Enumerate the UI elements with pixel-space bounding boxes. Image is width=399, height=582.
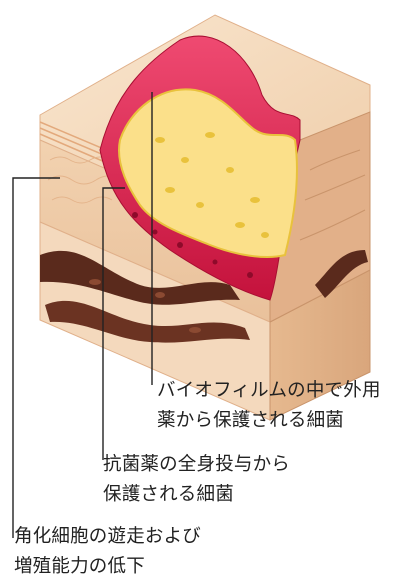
label-systemic-line1: 抗菌薬の全身投与から [103, 454, 291, 475]
label-systemic-line2: 保護される細菌 [103, 484, 234, 505]
biofilm-bacteria [155, 132, 269, 238]
label-systemic-protected-bacteria: 抗菌薬の全身投与から 保護される細菌 [103, 450, 290, 510]
label-keratinocyte-line1: 角化細胞の遊走および [14, 526, 202, 547]
label-keratinocyte-impairment: 角化細胞の遊走および 増殖能力の低下 [14, 522, 201, 582]
label-keratinocyte-line2: 増殖能力の低下 [14, 556, 145, 577]
side-texture [299, 149, 366, 241]
leader-line-systemic [102, 187, 125, 460]
leader-line-keratinocyte [12, 177, 60, 538]
wound-bacteria [132, 212, 253, 278]
leader-lines [12, 92, 153, 538]
label-topical-line1: バイオフィルムの中で外用 [157, 380, 381, 401]
biofilm [118, 88, 298, 258]
blood-vessels [40, 250, 368, 343]
label-topical-protected-bacteria: バイオフィルムの中で外用 薬から保護される細菌 [157, 376, 381, 436]
label-topical-line2: 薬から保護される細菌 [157, 410, 345, 431]
